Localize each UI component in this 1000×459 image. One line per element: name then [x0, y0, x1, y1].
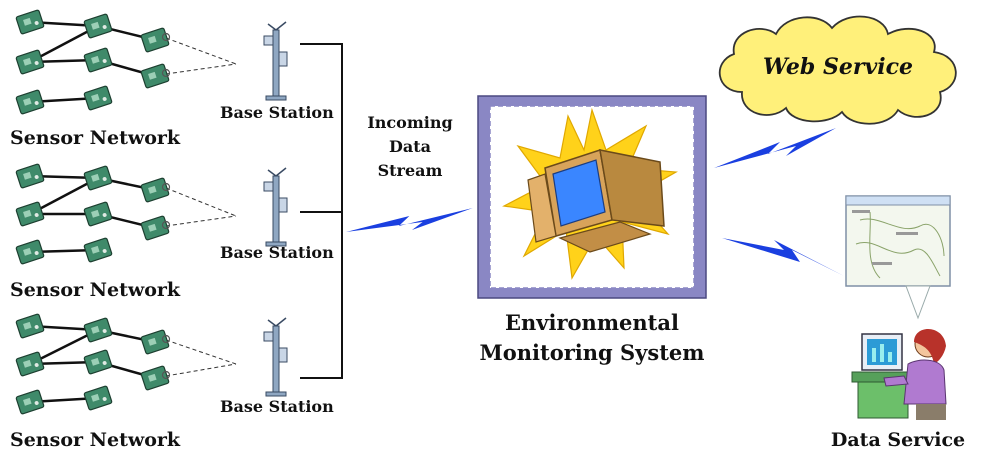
data-service-label: Data Service — [831, 429, 965, 451]
radio-links-3 — [165, 339, 237, 377]
sensor-node — [15, 9, 45, 35]
base-station-label: Base Station — [220, 397, 334, 416]
sensor-node — [83, 85, 113, 111]
computer-icon — [527, 149, 665, 253]
sensor-node — [83, 349, 113, 375]
base-station-icon — [263, 317, 288, 397]
sensor-node — [83, 385, 113, 411]
sensor-node — [140, 177, 171, 203]
sensor-node — [83, 237, 113, 263]
sensor-node — [83, 13, 113, 39]
sensor-node — [15, 163, 45, 189]
speech-pointer — [905, 285, 931, 320]
sensor-node — [15, 49, 45, 75]
sensor-node — [83, 165, 113, 191]
sensor-network-group-2: Sensor Network Base Station — [10, 163, 334, 301]
sensor-node — [15, 239, 45, 265]
ems-title-line1: Environmental — [505, 310, 679, 335]
base-station-label: Base Station — [220, 103, 334, 122]
sensor-node — [83, 317, 113, 343]
outgoing-link-web — [714, 128, 836, 168]
outgoing-link-data — [722, 238, 844, 276]
incoming-label-line2: Data — [389, 137, 431, 156]
web-service-label: Web Service — [763, 54, 913, 80]
sensor-node — [140, 365, 171, 391]
incoming-label-line3: Stream — [378, 161, 443, 180]
web-service-cloud: Web Service — [718, 15, 957, 125]
sensor-node — [15, 201, 45, 227]
station-bus — [300, 43, 343, 379]
incoming-label-line1: Incoming — [367, 113, 452, 132]
lightning-bolt-icon — [346, 208, 473, 232]
sensor-node — [140, 329, 171, 355]
cloud-icon — [718, 15, 957, 125]
sensor-node — [15, 89, 45, 115]
lightning-bolt-icon — [714, 128, 836, 168]
lightning-bolt-icon — [722, 238, 844, 276]
sensor-node — [15, 313, 45, 339]
sensor-node — [15, 351, 45, 377]
monitoring-system: Environmental Monitoring System — [477, 95, 707, 365]
sensor-network-group-3: Sensor Network Base Station — [10, 313, 334, 451]
sensor-node — [83, 201, 113, 227]
sensor-node — [140, 63, 171, 89]
base-station-label: Base Station — [220, 243, 334, 262]
user-at-computer-icon — [851, 328, 947, 420]
base-station-icon — [263, 167, 288, 247]
sensor-node — [83, 47, 113, 73]
radio-links-2 — [165, 187, 237, 227]
map-window-thumbnail — [845, 195, 951, 287]
base-station-icon — [263, 21, 288, 101]
sensor-network-group-1: Sensor Network Base Station — [10, 9, 334, 149]
sensor-node — [15, 389, 45, 415]
sensor-network-label: Sensor Network — [10, 279, 181, 301]
sensor-node — [140, 27, 171, 53]
incoming-data-stream: Incoming Data Stream — [346, 113, 473, 232]
sensor-network-label: Sensor Network — [10, 429, 181, 451]
sensor-network-label: Sensor Network — [10, 127, 181, 149]
radio-links-1 — [165, 37, 237, 75]
sensor-node — [140, 215, 171, 241]
data-service: Data Service — [831, 195, 965, 451]
ems-title-line2: Monitoring System — [480, 340, 705, 365]
